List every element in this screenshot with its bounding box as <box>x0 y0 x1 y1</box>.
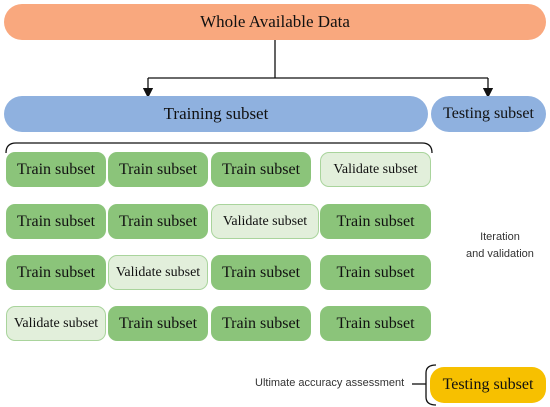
fold-1-cell-4: Validate subset <box>320 152 431 187</box>
iteration-note-line2: and validation <box>466 248 534 260</box>
training-bracket <box>5 142 433 154</box>
whole-available-data: Whole Available Data <box>4 4 546 40</box>
fold-4-cell-2: Train subset <box>108 306 208 341</box>
testing-subset: Testing subset <box>431 96 546 132</box>
fold-4-cell-3: Train subset <box>211 306 311 341</box>
fold-1-cell-3: Train subset <box>211 152 311 187</box>
iteration-note: Iteration and validation <box>466 229 534 263</box>
fold-1-cell-1: Train subset <box>6 152 106 187</box>
fold-3-cell-2: Validate subset <box>108 255 208 290</box>
final-testing-subset: Testing subset <box>430 367 546 403</box>
ultimate-accuracy-note: Ultimate accuracy assessment <box>255 377 405 389</box>
fold-2-cell-1: Train subset <box>6 204 106 239</box>
fold-3-cell-3: Train subset <box>211 255 311 290</box>
iteration-note-line1: Iteration <box>480 231 520 243</box>
fold-3-cell-4: Train subset <box>320 255 431 290</box>
fold-1-cell-2: Train subset <box>108 152 208 187</box>
training-subset: Training subset <box>4 96 428 132</box>
fold-2-cell-2: Train subset <box>108 204 208 239</box>
fold-2-cell-3: Validate subset <box>211 204 319 239</box>
fold-3-cell-1: Train subset <box>6 255 106 290</box>
fold-4-cell-4: Train subset <box>320 306 431 341</box>
fold-4-cell-1: Validate subset <box>6 306 106 341</box>
fold-2-cell-4: Train subset <box>320 204 431 239</box>
final-bracket <box>425 364 437 406</box>
